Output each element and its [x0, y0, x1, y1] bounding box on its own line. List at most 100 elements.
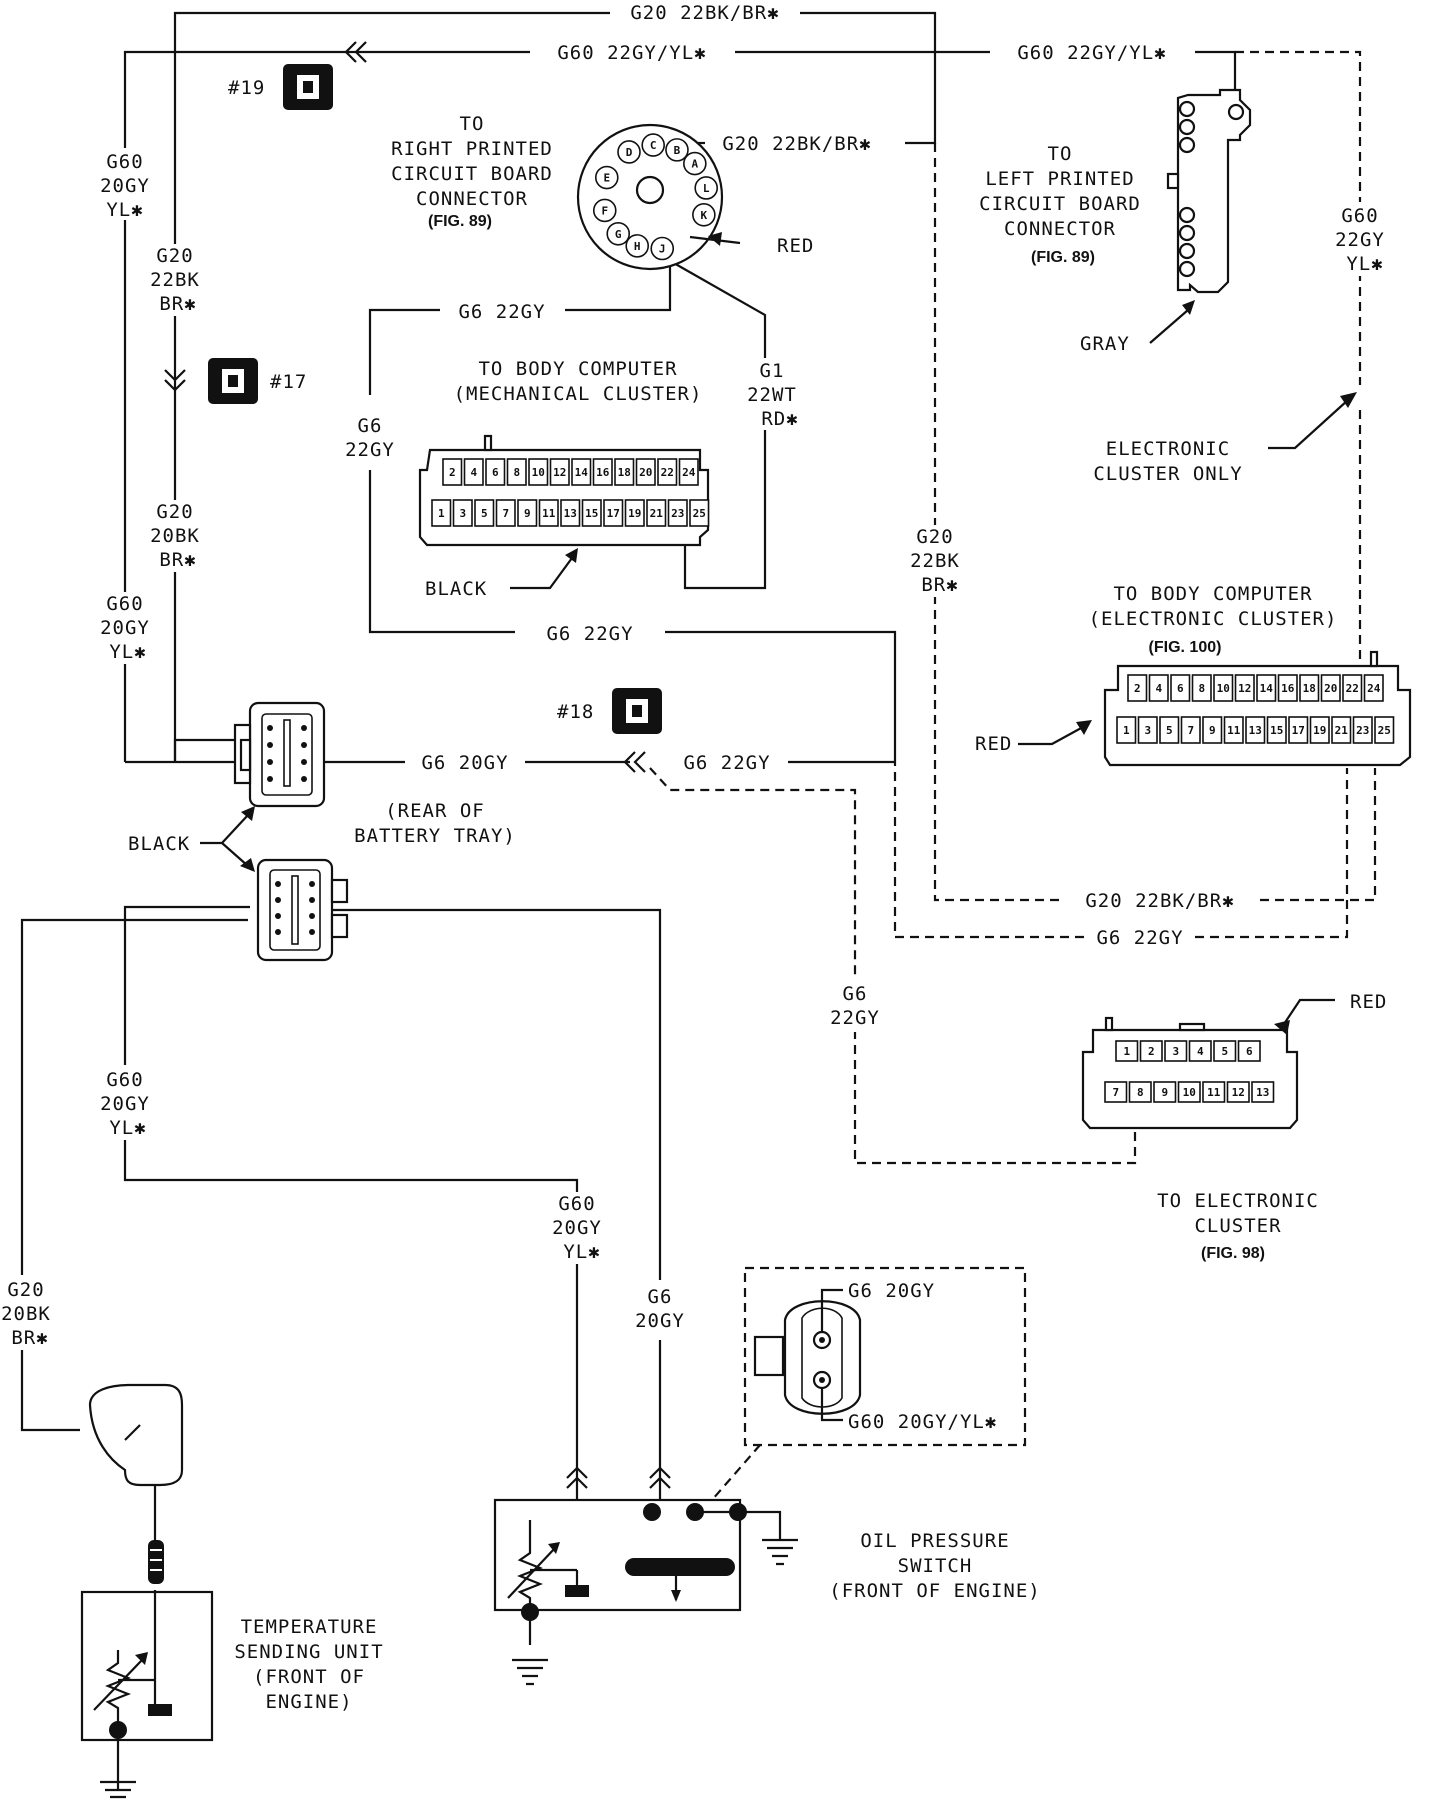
svg-text:22GY: 22GY [345, 439, 395, 461]
svg-text:YL✱: YL✱ [106, 199, 143, 221]
left-g60-mid: G60 20GY YL✱ [95, 592, 155, 664]
svg-text:ELECTRONIC: ELECTRONIC [1106, 438, 1230, 460]
elec-pin-17-label: 17 [1292, 724, 1305, 737]
splice-18-label: #18 [557, 701, 594, 723]
mech-g6-left: G6 22GY [340, 413, 400, 463]
rpcb-pin-H-label: H [634, 240, 641, 253]
mech-pin-23-label: 23 [671, 507, 684, 520]
elec-pin-7-label: 7 [1187, 724, 1194, 737]
elec-pin-3: 3 [1137, 716, 1158, 744]
svg-text:G60: G60 [106, 593, 143, 615]
wire-g6-mech-top [368, 262, 672, 395]
mech-pin-9-label: 9 [524, 507, 531, 520]
svg-text:CONNECTOR: CONNECTOR [1004, 218, 1116, 240]
rpcb-pin-D-label: D [626, 146, 633, 159]
svg-text:BR✱: BR✱ [159, 293, 196, 315]
svg-text:G6 22GY: G6 22GY [458, 301, 545, 323]
svg-text:TO BODY COMPUTER: TO BODY COMPUTER [1113, 583, 1312, 605]
ec-pin-10-label: 10 [1183, 1086, 1196, 1099]
elec-pin-24-label: 24 [1367, 682, 1381, 695]
mech-pin-7-label: 7 [502, 507, 509, 520]
mech-pin-10-label: 10 [532, 466, 545, 479]
rpcb-pin-B-label: B [674, 144, 681, 157]
svg-text:22GY: 22GY [1335, 229, 1385, 251]
ec-pin-3: 3 [1164, 1040, 1188, 1062]
svg-text:YL✱: YL✱ [109, 1117, 146, 1139]
rpcb-pin-F: F [592, 198, 617, 223]
elec-pin-4: 4 [1148, 674, 1169, 702]
elec-pin-19: 19 [1309, 716, 1330, 744]
center-g20: G20 22BK BR✱ [905, 525, 965, 597]
svg-text:G20: G20 [156, 501, 193, 523]
ec-pin-12: 12 [1226, 1081, 1250, 1103]
elec-pin-24: 24 [1363, 674, 1384, 702]
svg-text:G6 22GY: G6 22GY [1096, 927, 1183, 949]
mech-color-label: BLACK [425, 578, 487, 600]
dashed-elec-g6 [649, 767, 1137, 1165]
ec-pin-7: 7 [1104, 1081, 1128, 1103]
left-g20-upper: G20 22BK BR✱ [145, 244, 205, 316]
elec-pin-22: 22 [1342, 674, 1363, 702]
elec-pin-25: 25 [1374, 716, 1395, 744]
battery-connector-lower [256, 858, 349, 962]
elec-pin-15-label: 15 [1270, 724, 1283, 737]
svg-text:G20: G20 [156, 245, 193, 267]
elec-pin-6: 6 [1170, 674, 1191, 702]
mech-g1: G1 22WT RD✱ [735, 358, 798, 430]
svg-text:G20 22BK/BR✱: G20 22BK/BR✱ [1085, 890, 1234, 912]
mech-pin-8-label: 8 [513, 466, 520, 479]
mech-pin-4: 4 [463, 458, 484, 486]
svg-text:G20: G20 [7, 1279, 44, 1301]
mech-pin-16: 16 [592, 458, 613, 486]
lower-g60-mid: G60 20GY YL✱ [547, 1192, 609, 1264]
ec-pin-4-label: 4 [1197, 1045, 1204, 1058]
elec-pin-7: 7 [1180, 716, 1201, 744]
svg-text:(FRONT OF: (FRONT OF [253, 1666, 365, 1688]
svg-text:G20 22BK/BR✱: G20 22BK/BR✱ [722, 133, 871, 155]
mech-pin-25-label: 25 [693, 507, 706, 520]
switch-g60-label: G60 20GY/YL✱ [848, 1411, 997, 1433]
mech-pin-6-label: 6 [492, 466, 499, 479]
rpcb-label: TO RIGHT PRINTED CIRCUIT BOARD CONNECTOR… [391, 113, 553, 230]
battery-color-label: BLACK [128, 833, 190, 855]
elec-pin-20: 20 [1320, 674, 1341, 702]
svg-text:(MECHANICAL CLUSTER): (MECHANICAL CLUSTER) [454, 383, 703, 405]
wire-lower-g6 [320, 908, 662, 1510]
mech-pin-3: 3 [452, 499, 473, 527]
svg-text:22GY: 22GY [830, 1007, 880, 1029]
mech-pin-23: 23 [667, 499, 688, 527]
ec-pin-11: 11 [1202, 1081, 1226, 1103]
splice-19-label: #19 [228, 77, 265, 99]
svg-text:YL✱: YL✱ [563, 1241, 600, 1263]
ec-pin-11-label: 11 [1207, 1086, 1221, 1099]
rpcb-pin-C: C [641, 133, 665, 157]
mech-pin-19: 19 [624, 499, 645, 527]
rpcb-pin-A: A [683, 151, 707, 176]
ec-pin-9: 9 [1153, 1081, 1177, 1103]
svg-text:(REAR OF: (REAR OF [385, 800, 485, 822]
mech-pin-5-label: 5 [481, 507, 488, 520]
ec-pin-12-label: 12 [1232, 1086, 1245, 1099]
elec-pin-8-label: 8 [1198, 682, 1205, 695]
ec-pin-2-label: 2 [1148, 1045, 1155, 1058]
rpcb-pin-G-label: G [615, 228, 622, 241]
mech-pin-2: 2 [442, 458, 463, 486]
rpcb-pin-K: K [692, 202, 716, 227]
ec-pin-4: 4 [1188, 1040, 1212, 1062]
mech-pin-24: 24 [678, 458, 699, 486]
svg-text:22BK: 22BK [150, 269, 200, 291]
mech-pin-10: 10 [528, 458, 549, 486]
svg-text:TO: TO [1048, 143, 1073, 165]
mech-pin-22: 22 [657, 458, 678, 486]
inline-connectors [164, 41, 671, 1489]
elec-pin-23: 23 [1352, 716, 1373, 744]
svg-text:RIGHT PRINTED: RIGHT PRINTED [391, 138, 553, 160]
ec-pin-1: 1 [1115, 1040, 1139, 1062]
mech-pin-1-label: 1 [438, 507, 445, 520]
ec-pin-9-label: 9 [1161, 1086, 1168, 1099]
oil-switch-connector: G6 20GY G60 20GY/YL✱ [743, 1266, 1027, 1447]
svg-text:BATTERY TRAY): BATTERY TRAY) [354, 825, 516, 847]
svg-text:G1: G1 [760, 360, 785, 382]
